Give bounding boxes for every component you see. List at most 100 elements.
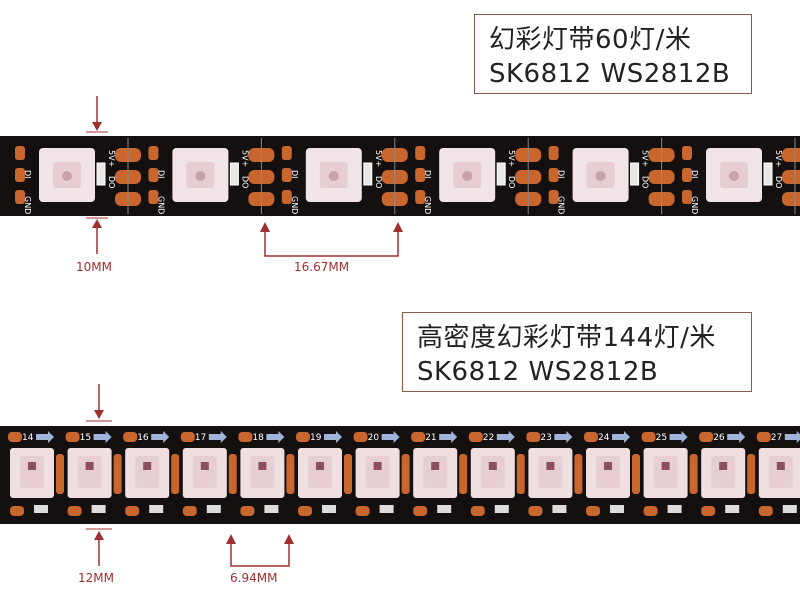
led-number: 21 <box>425 433 436 443</box>
silk-5v: 5V+ <box>374 150 383 167</box>
led-number: 17 <box>195 433 206 443</box>
silk-do: DO <box>240 176 249 188</box>
silk-gnd: GND <box>23 196 32 214</box>
cut-pad <box>747 454 756 494</box>
pitch-bracket-60 <box>264 226 399 257</box>
cut-pad <box>689 454 698 494</box>
led-lens <box>538 456 563 488</box>
capacitor <box>630 162 640 186</box>
pitch-head-right-60 <box>393 222 403 232</box>
copper-pad <box>240 506 255 516</box>
led-lens <box>308 456 332 488</box>
silk-do: DO <box>507 176 516 188</box>
led-die <box>195 171 206 181</box>
capacitor <box>763 162 773 186</box>
copper-pad <box>468 432 483 442</box>
silk-di: DI <box>690 170 699 179</box>
copper-pad <box>281 190 292 204</box>
copper-pad <box>10 506 24 516</box>
capacitor <box>206 505 221 513</box>
cut-pad <box>516 454 525 494</box>
direction-arrow-icon <box>266 431 285 443</box>
direction-arrow-icon <box>208 431 227 443</box>
capacitor <box>725 505 740 513</box>
strip-144-unit: 17 <box>180 431 237 516</box>
capacitor <box>229 162 239 186</box>
strip-60-unit: 5V+ DO DI GND <box>415 138 542 214</box>
copper-pad <box>756 432 771 442</box>
copper-pad <box>548 168 559 182</box>
silk-gnd: GND <box>423 196 432 214</box>
copper-pad <box>353 432 368 442</box>
capacitor <box>363 162 373 186</box>
direction-arrow-icon <box>554 431 573 443</box>
copper-pad <box>238 432 253 442</box>
capacitor <box>610 505 624 513</box>
copper-pad <box>355 506 370 516</box>
silk-di: DI <box>23 170 32 179</box>
copper-pad <box>281 146 292 160</box>
silk-5v: 5V+ <box>507 150 516 167</box>
copper-pad <box>682 168 692 182</box>
led-die <box>143 462 152 470</box>
led-die <box>28 462 36 470</box>
led-lens <box>480 456 505 488</box>
copper-pad <box>125 506 140 516</box>
strip-144-unit: 16 <box>123 431 180 516</box>
label-box-144: 高密度幻彩灯带144灯/米 SK6812 WS2812B <box>402 312 752 392</box>
led-lens <box>768 456 793 488</box>
silk-gnd: GND <box>156 196 165 214</box>
strip-144-unit: 20 <box>353 431 410 516</box>
led-number: 26 <box>713 433 725 443</box>
led-lens <box>192 456 217 488</box>
direction-arrow-icon <box>324 431 342 443</box>
cut-pad <box>56 454 64 494</box>
strip-144-unit: 15 <box>65 431 122 516</box>
led-number: 23 <box>540 433 551 443</box>
strip-144-unit: 14 <box>8 431 64 516</box>
led-lens <box>653 456 678 488</box>
copper-pad <box>415 190 426 204</box>
copper-pad <box>413 506 428 516</box>
copper-pad <box>8 432 22 442</box>
pitch-head-right-144 <box>284 534 294 544</box>
cut-pad <box>459 454 468 494</box>
led-die <box>431 462 440 470</box>
strip-144-unit: 21 <box>411 431 468 516</box>
cut-pad <box>113 454 122 494</box>
copper-pad <box>528 506 543 516</box>
led-lens <box>365 456 390 488</box>
width-label-60: 10MM <box>76 260 112 274</box>
copper-pad <box>148 146 159 160</box>
silk-di: DI <box>423 170 432 179</box>
silk-gnd: GND <box>690 196 699 214</box>
copper-pad <box>15 190 25 204</box>
cut-pad <box>286 454 295 494</box>
copper-pad <box>682 146 692 160</box>
pitch-label-60: 16.67MM <box>294 260 350 274</box>
capacitor <box>782 505 797 513</box>
silk-5v: 5V+ <box>107 150 116 167</box>
capacitor <box>379 505 394 513</box>
capacitor <box>437 505 452 513</box>
cut-pad <box>782 170 800 184</box>
led-lens <box>596 456 620 488</box>
copper-pad <box>701 506 716 516</box>
copper-pad <box>682 190 692 204</box>
silk-gnd: GND <box>557 196 566 214</box>
led-die <box>776 462 785 470</box>
pitch-label-144: 6.94MM <box>230 571 278 585</box>
copper-pad <box>180 432 195 442</box>
led-lens <box>423 456 448 488</box>
direction-arrow-icon <box>36 431 54 443</box>
copper-pad <box>415 146 426 160</box>
cut-pad <box>344 454 352 494</box>
copper-pad <box>281 168 292 182</box>
strip-144-unit: 22 <box>468 431 525 516</box>
direction-arrow-icon <box>669 431 688 443</box>
